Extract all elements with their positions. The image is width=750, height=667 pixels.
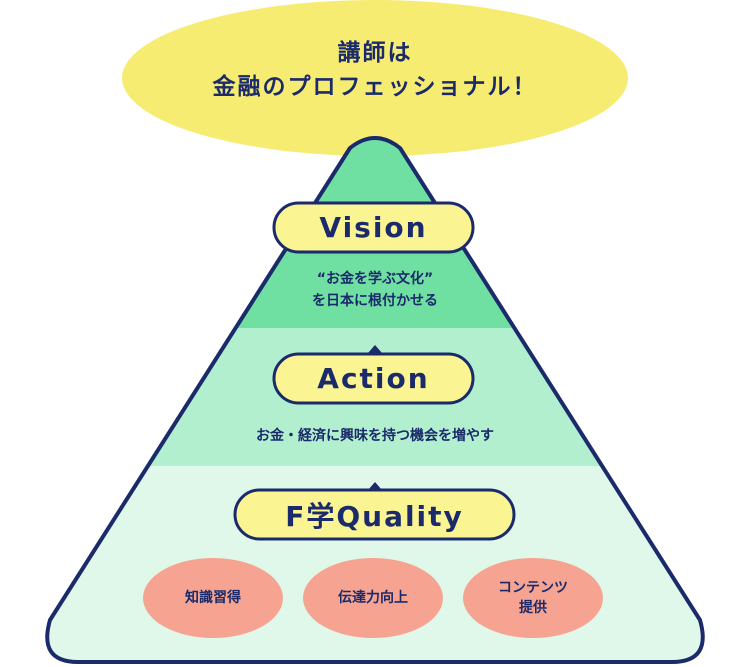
- quality-bubble: [463, 558, 603, 638]
- tier-arrow-marker: [368, 345, 382, 353]
- action-text: お金・経済に興味を持つ機会を増やす: [256, 428, 494, 444]
- quality-item-line2: 提供: [519, 600, 547, 616]
- tier-arrow-marker: [368, 482, 382, 490]
- vision-text-line2: を日本に根付かせる: [312, 293, 438, 309]
- headline-ellipse: [122, 0, 628, 156]
- vision-text: “お金を学ぶ文化” を日本に根付かせる: [250, 268, 500, 312]
- vision-pill: [272, 201, 475, 254]
- headline-line1: 講師は: [337, 40, 413, 66]
- quality-item-content: コンテンツ 提供: [463, 558, 603, 638]
- quality-item-communication: 伝達力向上: [303, 558, 443, 638]
- quality-item-line1: 伝達力向上: [338, 590, 408, 606]
- quality-item-knowledge: 知識習得: [143, 558, 283, 638]
- quality-bubble: [303, 558, 443, 638]
- quality-label: F学Quality: [285, 499, 464, 533]
- pyramid-outline: [45, 136, 705, 664]
- headline-line2: 金融のプロフェッショナル！: [212, 74, 538, 100]
- vision-label: Vision: [319, 211, 428, 244]
- quality-pill: [233, 488, 516, 541]
- vision-text-line1: “お金を学ぶ文化”: [316, 271, 434, 287]
- headline: 講師は 金融のプロフェッショナル！: [150, 36, 600, 104]
- quality-item-line1: 知識習得: [185, 590, 241, 606]
- action-pill: [272, 352, 475, 405]
- quality-bubble: [143, 558, 283, 638]
- action-label: Action: [317, 362, 430, 395]
- quality-item-line1: コンテンツ: [498, 580, 568, 596]
